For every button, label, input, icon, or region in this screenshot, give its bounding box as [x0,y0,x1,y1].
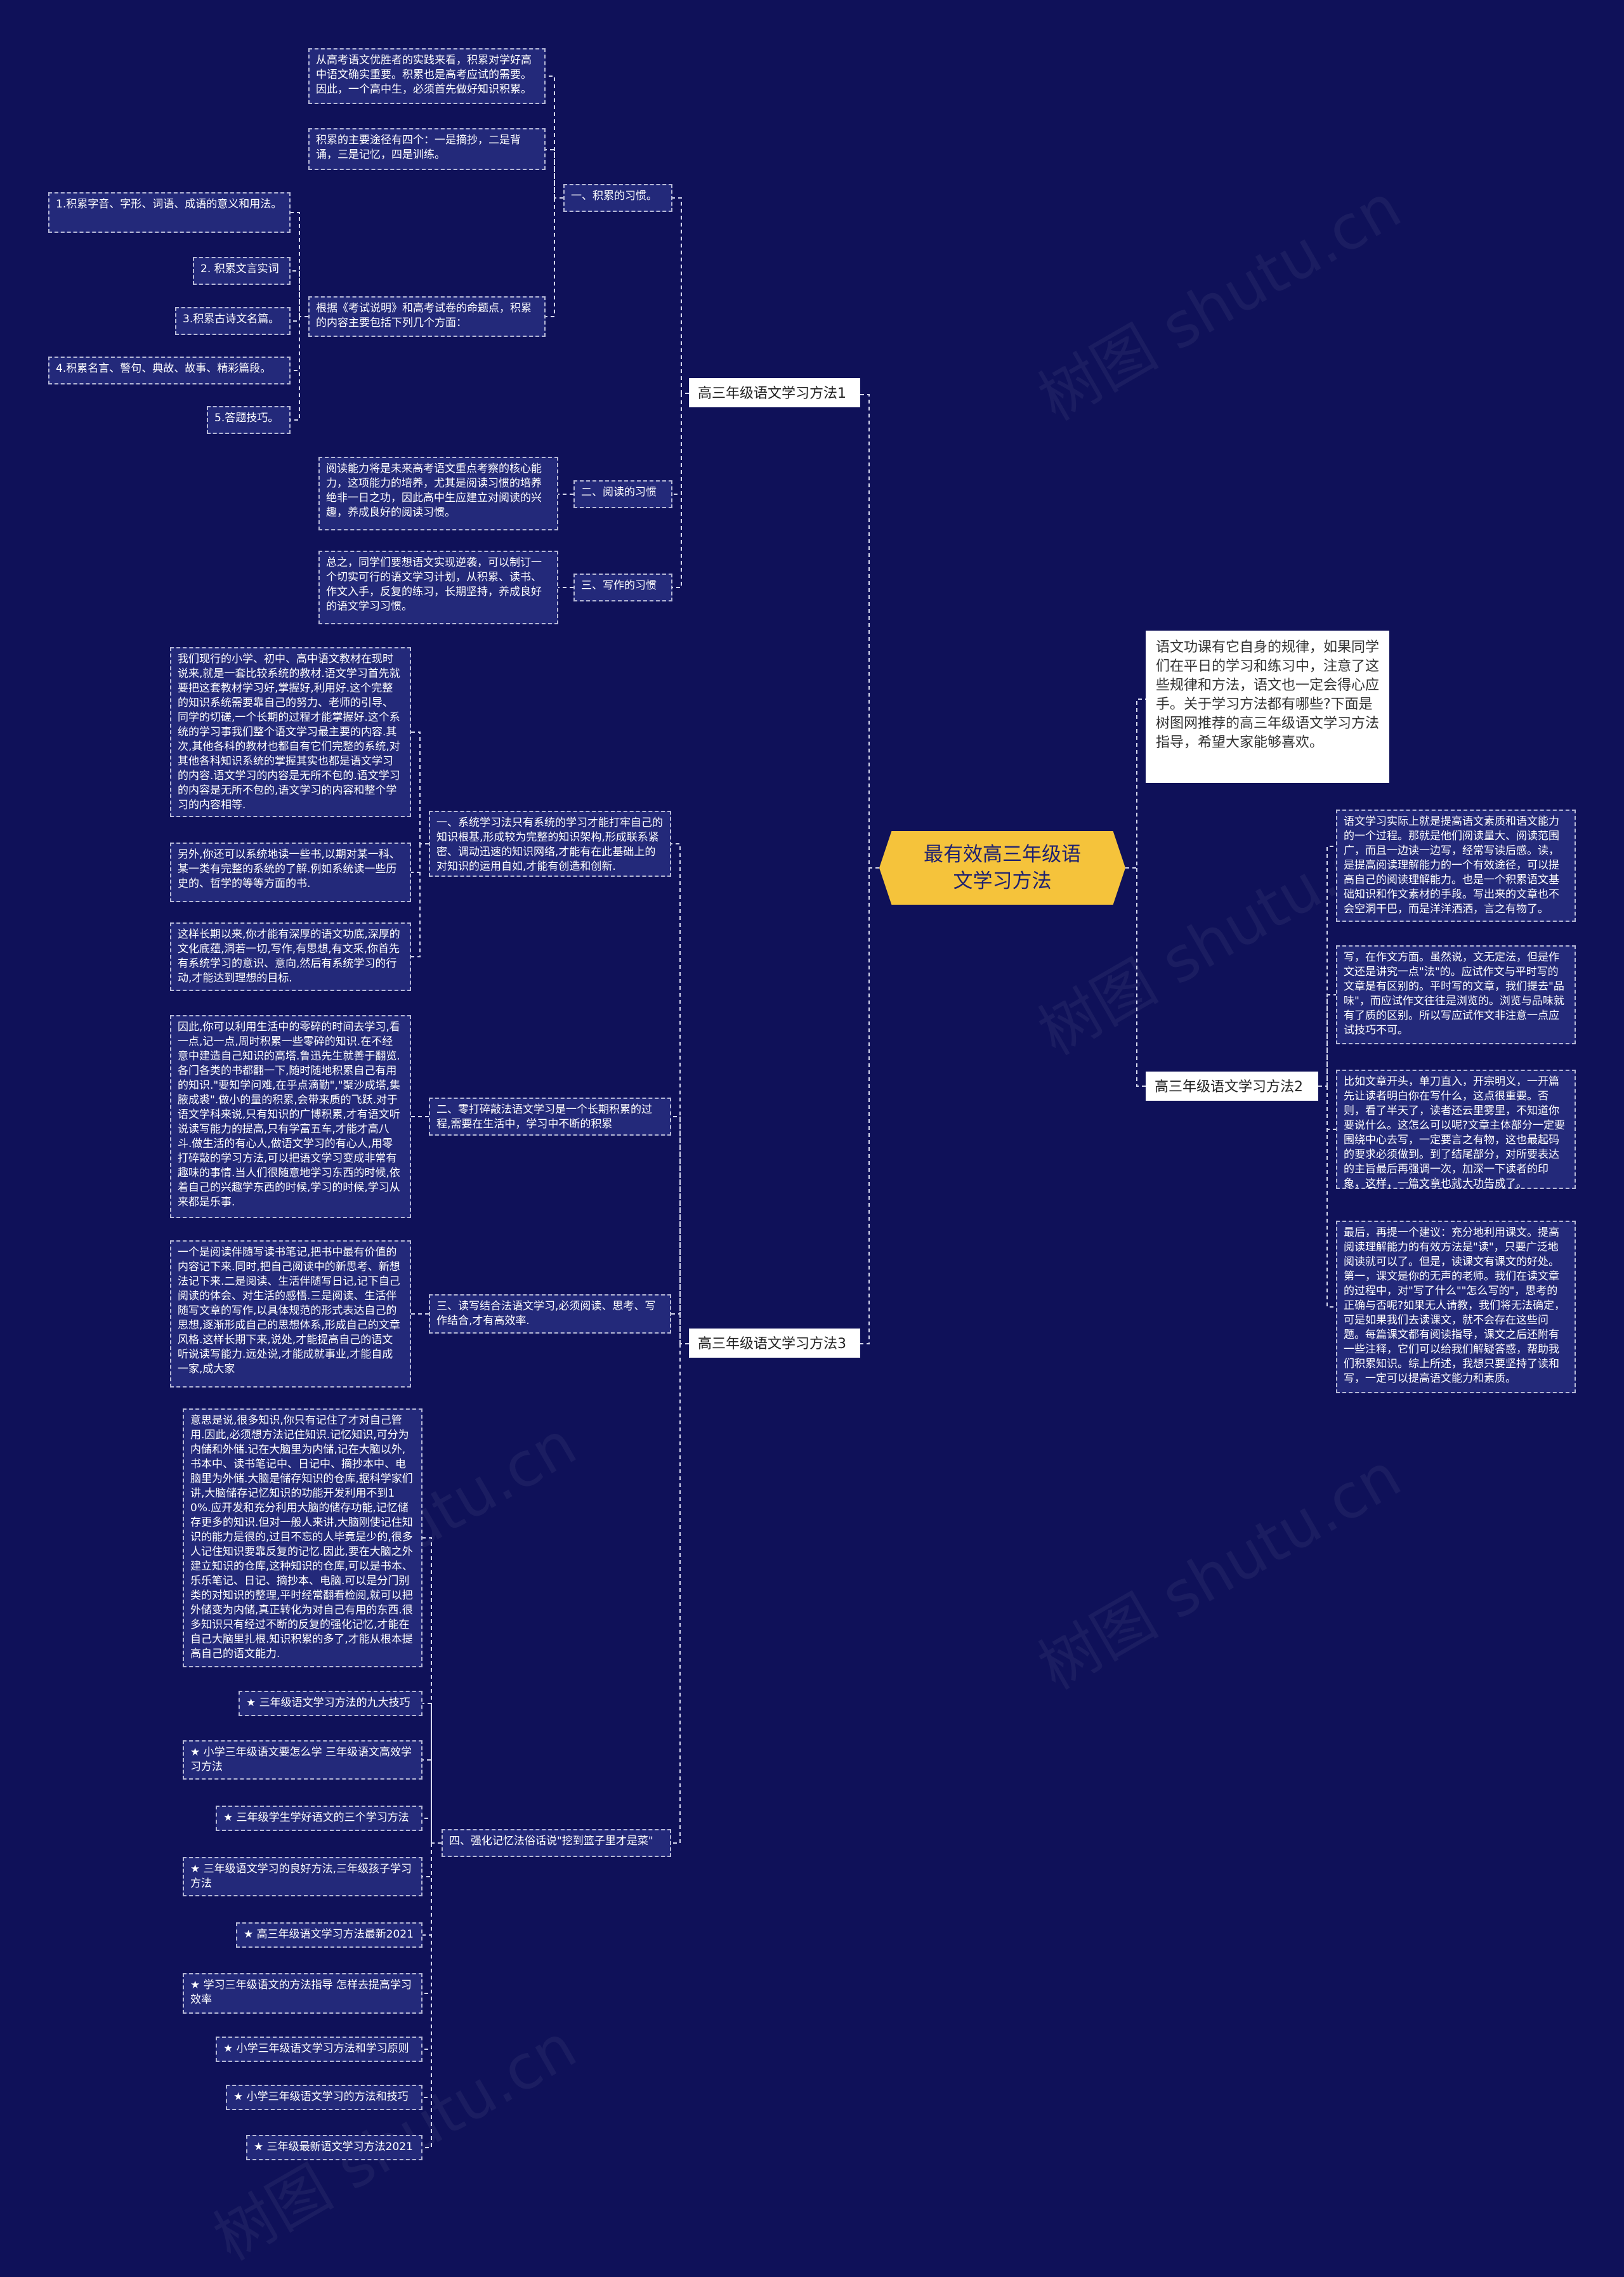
root-node[interactable]: 最有效高三年级语文学习方法 [879,831,1125,905]
m1-item-3[interactable]: 3.积累古诗文名篇。 [175,307,291,335]
m1-accumulation-text-3[interactable]: 根据《考试说明》和高考试卷的命题点，积累的内容主要包括下列几个方面： [308,296,546,337]
related-link[interactable]: ★ 高三年级语文学习方法最新2021 [236,1922,422,1948]
related-link[interactable]: ★ 小学三年级语文学习的方法和技巧 [226,2085,422,2110]
intro-node[interactable]: 语文功课有它自身的规律，如果同学们在平日的学习和练习中，注意了这些规律和方法，语… [1146,631,1389,783]
m1-item-2[interactable]: 2. 积累文言实词 [193,257,291,285]
m1-item-5[interactable]: 5.答题技巧。 [207,406,291,434]
method2-paragraph-1[interactable]: 语文学习实际上就是提高语文素质和语文能力的一个过程。那就是他们阅读量大、阅读范围… [1336,810,1576,922]
m1-accumulation-text-2[interactable]: 积累的主要途径有四个：一是摘抄，二是背诵，三是记忆，四是训练。 [308,128,546,170]
related-link[interactable]: ★ 学习三年级语文的方法指导 怎样去提高学习效率 [183,1973,422,2014]
m1-item-1[interactable]: 1.积累字音、字形、词语、成语的意义和用法。 [48,192,291,233]
branch-method-3[interactable]: 高三年级语文学习方法3 [689,1329,860,1358]
m1-reading-text[interactable]: 阅读能力将是未来高考语文重点考察的核心能力，这项能力的培养，尤其是阅读习惯的培养… [318,457,558,530]
m3-sub-fragment[interactable]: 二、零打碎敲法语文学习是一个长期积累的过程,需要在生活中，学习中不断的积累 [429,1098,671,1136]
m1-sub-writing[interactable]: 三、写作的习惯 [573,574,672,601]
m3-system-text-1[interactable]: 我们现行的小学、初中、高中语文教材在现时说来,就是一套比较系统的教材.语文学习首… [170,647,411,817]
related-link[interactable]: ★ 三年级语文学习的良好方法,三年级孩子学习方法 [183,1857,422,1896]
m3-sub-system[interactable]: 一、系统学习法只有系统的学习才能打牢自己的知识根基,形成较为完整的知识架构,形成… [429,811,671,877]
m1-item-4[interactable]: 4.积累名言、警句、典故、故事、精彩篇段。 [48,357,291,384]
m1-writing-text[interactable]: 总之，同学们要想语文实现逆袭，可以制订一个切实可行的语文学习计划，从积累、读书、… [318,551,558,624]
related-link[interactable]: ★ 三年级最新语文学习方法2021 [246,2135,422,2160]
method2-paragraph-4[interactable]: 最后，再提一个建议：充分地利用课文。提高阅读理解能力的有效方法是"读"，只要广泛… [1336,1221,1576,1393]
branch-method-1[interactable]: 高三年级语文学习方法1 [689,378,860,407]
m3-fragment-text[interactable]: 因此,你可以利用生活中的零碎的时间去学习,看一点,记一点,周时积累一些零碎的知识… [170,1015,411,1218]
connector-lines [291,75,1336,2148]
related-link[interactable]: ★ 三年级语文学习方法的九大技巧 [239,1691,422,1716]
mind-map: 树图 shutu.cn 树图 shutu.cn 树图 shutu.cn 树图 s… [48,48,1576,2274]
m1-accumulation-text-1[interactable]: 从高考语文优胜者的实践来看，积累对学好高中语文确实重要。积累也是高考应试的需要。… [308,48,546,104]
m1-sub-reading[interactable]: 二、阅读的习惯 [573,480,672,508]
m3-memory-text[interactable]: 意思是说,很多知识,你只有记住了才对自己管用.因此,必须想方法记住知识.记忆知识… [183,1408,422,1667]
related-link[interactable]: ★ 三年级学生学好语文的三个学习方法 [216,1806,422,1831]
related-link[interactable]: ★ 小学三年级语文学习方法和学习原则 [216,2037,422,2062]
m3-system-text-2[interactable]: 另外,你还可以系统地读一些书,以期对某一科、某一类有完整的系统的了解.例如系统读… [170,843,411,902]
related-link[interactable]: ★ 小学三年级语文要怎么学 三年级语文高效学习方法 [183,1740,422,1780]
method2-paragraph-3[interactable]: 比如文章开头，单刀直入，开宗明义，一开篇先让读者明白你在写什么，这点很重要。否则… [1336,1070,1576,1189]
method2-paragraph-2[interactable]: 写，在作文方面。虽然说，文无定法，但是作文还是讲究一点"法"的。应试作文与平时写… [1336,945,1576,1044]
branch-method-2[interactable]: 高三年级语文学习方法2 [1146,1072,1318,1101]
m3-system-text-3[interactable]: 这样长期以来,你才能有深厚的语文功底,深厚的文化底蕴,洞若一切,写作,有思想,有… [170,922,411,991]
m3-sub-read-write[interactable]: 三、读写结合法语文学习,必须阅读、思考、写作结合,才有高效率. [429,1294,671,1334]
m1-sub-accumulation[interactable]: 一、积累的习惯。 [563,184,672,212]
m3-read-write-text[interactable]: 一个是阅读伴随写读书笔记,把书中最有价值的内容记下来.同时,把自己阅读中的新思考… [170,1240,411,1388]
m3-sub-memory[interactable]: 四、强化记忆法俗话说"挖到篮子里才是菜" [442,1829,671,1857]
